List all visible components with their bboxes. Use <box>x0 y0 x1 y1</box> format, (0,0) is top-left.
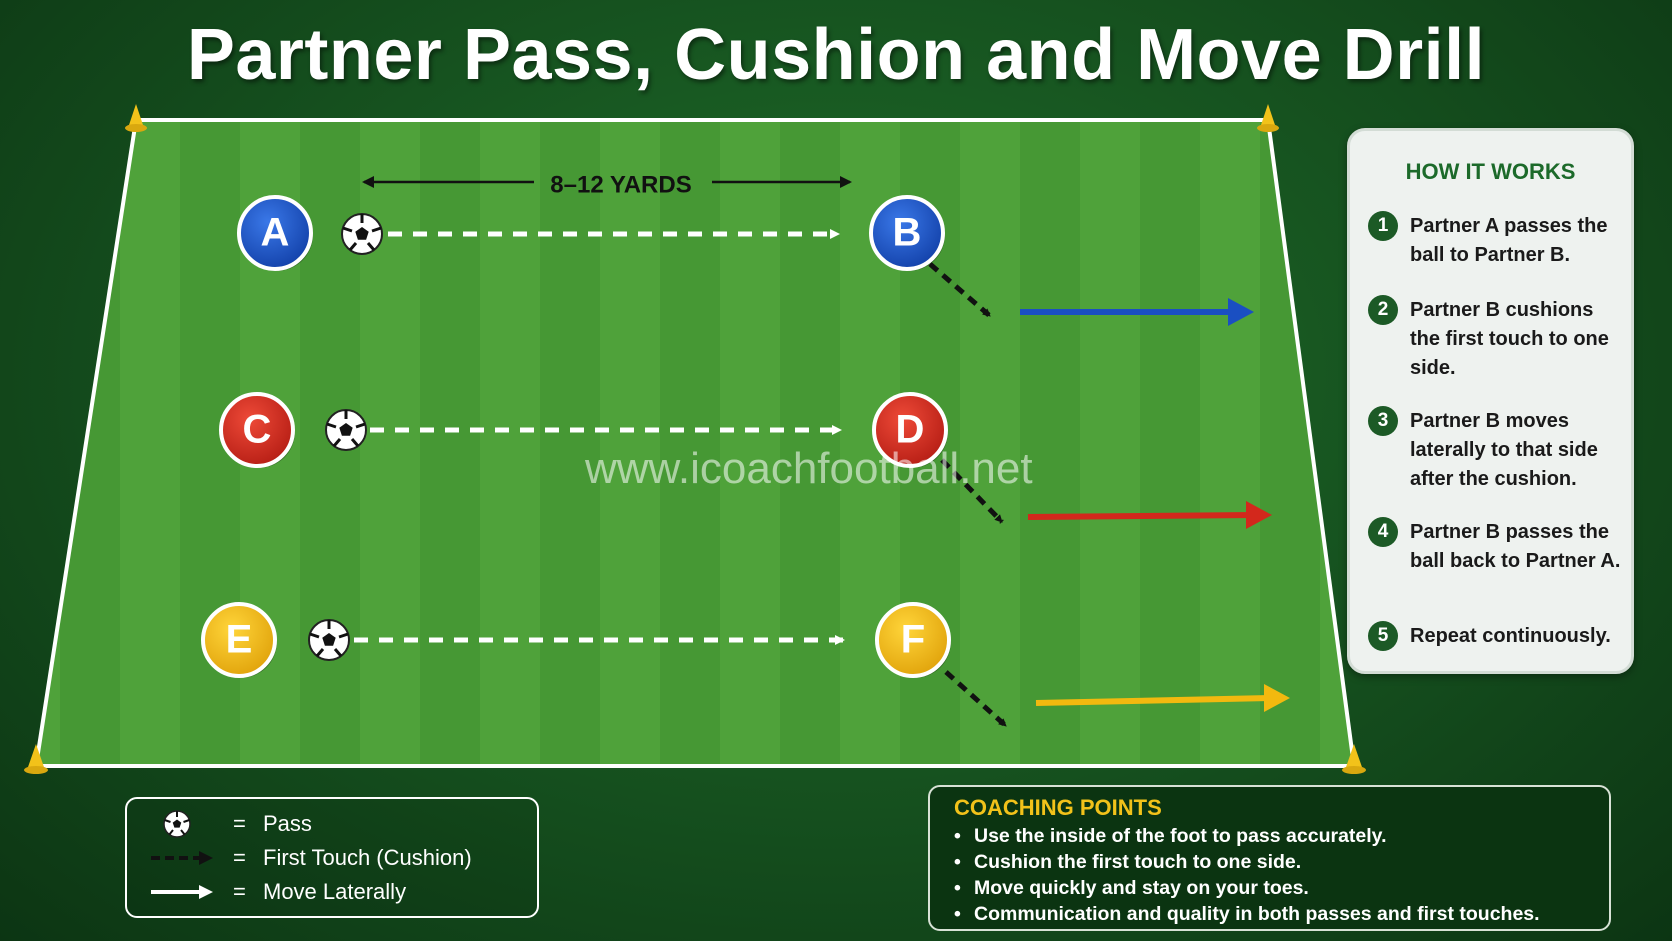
svg-text:E: E <box>226 618 253 662</box>
black-dashed-arrow-icon <box>151 851 213 865</box>
move-arrow-red <box>1027 501 1272 529</box>
coaching-points-title: COACHING POINTS <box>954 795 1162 820</box>
list-item: •Move quickly and stay on your toes. <box>954 877 1309 899</box>
cone-icon <box>1257 104 1279 132</box>
step-text: Repeat continuously. <box>1410 625 1611 647</box>
list-item: •Use the inside of the foot to pass accu… <box>954 825 1387 847</box>
cone-icon <box>1342 744 1366 774</box>
svg-text:F: F <box>901 618 925 662</box>
list-item: •Cushion the first touch to one side. <box>954 851 1302 873</box>
list-item: •Communication and quality in both passe… <box>954 903 1540 925</box>
svg-text:B: B <box>893 211 922 255</box>
coaching-points-list: •Use the inside of the foot to pass accu… <box>954 823 1604 927</box>
player-e: E <box>201 602 277 678</box>
step-number: 4 <box>1368 517 1398 547</box>
legend-label-pass: Pass <box>263 811 312 836</box>
player-c: C <box>219 392 295 468</box>
step-text: Partner B moves laterally to that side a… <box>1410 410 1598 490</box>
legend-item-pass: = Pass <box>149 809 529 839</box>
legend-item-cushion: = First Touch (Cushion) <box>149 843 529 873</box>
ball-icon <box>341 213 383 255</box>
distance-marker: 8–12 YARDS <box>362 171 852 198</box>
step-text: Partner B passes the ball back to Partne… <box>1410 521 1621 572</box>
svg-text:A: A <box>261 211 290 255</box>
ball-icon <box>308 619 350 661</box>
legend: = Pass = First Touch (Cushion) = Move La… <box>125 797 539 918</box>
page-title: Partner Pass, Cushion and Move Drill <box>186 15 1486 95</box>
ball-icon <box>163 810 191 838</box>
legend-equals: = <box>233 879 246 904</box>
move-arrow-yellow <box>1035 684 1290 712</box>
cone-icon <box>24 744 48 774</box>
player-a: A <box>237 195 313 271</box>
legend-equals: = <box>233 845 246 870</box>
ball-icon <box>325 409 367 451</box>
step-number: 5 <box>1368 621 1398 651</box>
cone-icon <box>125 104 147 132</box>
legend-item-move: = Move Laterally <box>149 877 529 907</box>
step-number: 2 <box>1368 295 1398 325</box>
coaching-points-panel: COACHING POINTS •Use the inside of the f… <box>928 785 1611 931</box>
legend-label-cushion: First Touch (Cushion) <box>263 845 472 870</box>
step-text: Partner A passes the ball to Partner B. <box>1410 215 1608 266</box>
white-arrow-icon <box>151 885 213 899</box>
move-arrow-blue <box>1020 298 1254 326</box>
svg-text:C: C <box>243 408 272 452</box>
player-d: D <box>872 392 948 468</box>
svg-text:D: D <box>896 408 925 452</box>
player-f: F <box>875 602 951 678</box>
watermark: www.icoachfootball.net <box>585 444 1033 493</box>
cushion-arrow-d <box>940 458 1004 524</box>
step-number: 1 <box>1368 211 1398 241</box>
distance-label: 8–12 YARDS <box>550 171 691 198</box>
legend-label-move: Move Laterally <box>263 879 407 904</box>
step-text: Partner B cushions the first touch to on… <box>1410 299 1609 379</box>
player-b: B <box>869 195 945 271</box>
how-it-works-title: HOW IT WORKS <box>1405 159 1576 184</box>
step-number: 3 <box>1368 406 1398 436</box>
cushion-arrow-f <box>944 670 1008 728</box>
how-it-works-panel: HOW IT WORKS 1 Partner A passes the ball… <box>1347 128 1634 674</box>
cushion-arrow-b <box>928 262 992 318</box>
legend-equals: = <box>233 811 246 836</box>
